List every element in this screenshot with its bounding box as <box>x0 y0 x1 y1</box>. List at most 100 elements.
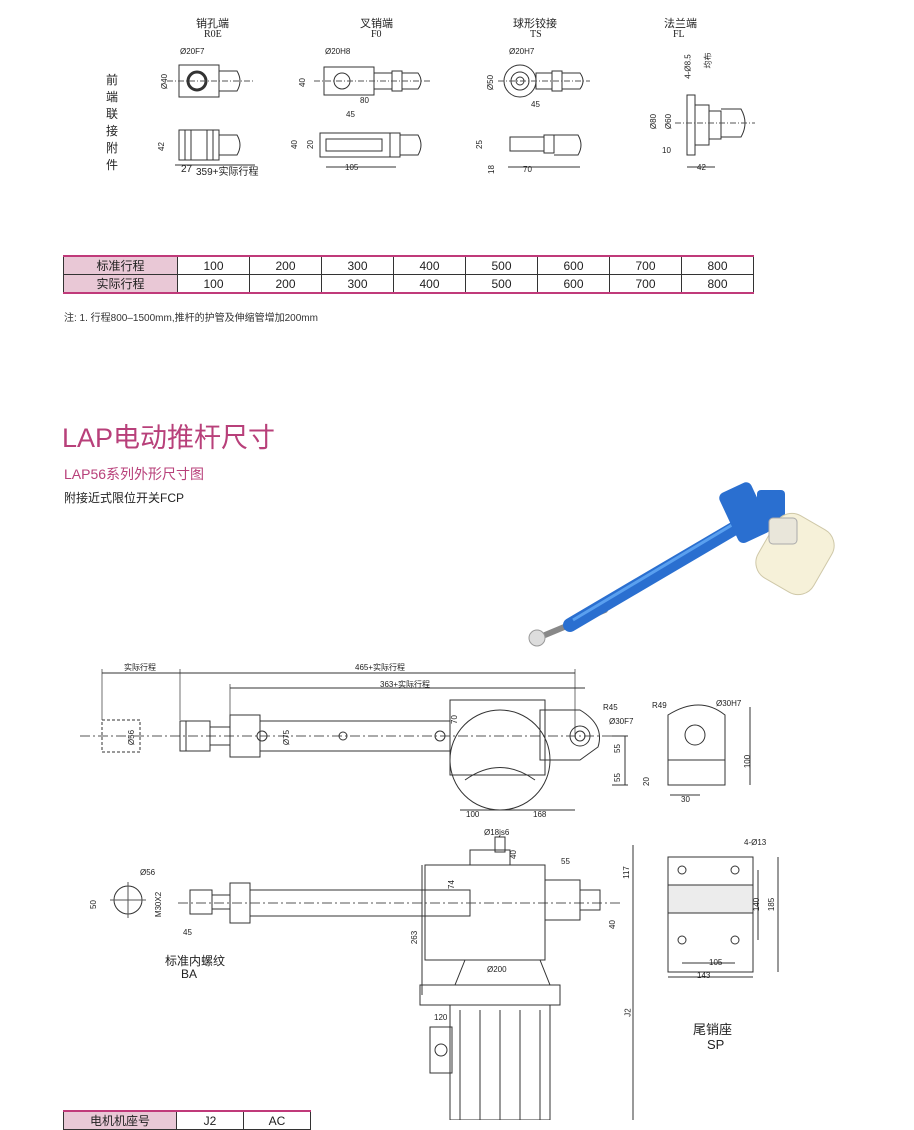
table-cell: 200 <box>249 255 322 275</box>
roe-dhole: Ø20F7 <box>180 47 205 56</box>
motor-table: 电机机座号 J2 AC <box>63 1110 311 1130</box>
f0-w80: 80 <box>360 96 369 105</box>
dim-h117: 117 <box>621 866 631 879</box>
table-cell: 600 <box>537 255 610 275</box>
row-label: 实际行程 <box>63 274 178 294</box>
fl-w42: 42 <box>697 163 706 172</box>
section-title: LAP电动推杆尺寸 <box>62 423 276 453</box>
dim-h55a: 55 <box>612 744 622 753</box>
dim-w100: 100 <box>466 810 480 819</box>
dim-actual-stroke: 实际行程 <box>124 663 156 672</box>
table-cell: 100 <box>177 274 250 294</box>
ba-45: 45 <box>183 928 192 937</box>
roe-h: 42 <box>156 142 166 151</box>
dim-len465: 465+实际行程 <box>355 663 406 672</box>
sp-140: 140 <box>752 897 762 912</box>
dim-w168: 168 <box>533 810 547 819</box>
dim-d30f7: Ø30F7 <box>609 717 634 726</box>
attachments-side-label: 前端联接附件 <box>106 73 119 172</box>
ba-d56: Ø56 <box>140 868 156 877</box>
f0-name: 叉销端 <box>360 18 393 30</box>
roe-drawing <box>167 64 255 166</box>
ts-h18: 18 <box>486 165 496 174</box>
footnote: 注: 1. 行程800–1500mm,推杆的护管及伸缩管增加200mm <box>64 313 318 324</box>
fl-d60: Ø60 <box>664 113 674 130</box>
table-row: 电机机座号 J2 AC <box>63 1110 311 1130</box>
fl-spread: 均布 <box>703 52 713 69</box>
lower-drawing <box>110 836 779 1120</box>
table-cell: 600 <box>537 274 610 294</box>
roe-dbody: Ø40 <box>160 73 170 90</box>
sp-name: 尾销座 <box>693 1022 733 1037</box>
table-row: 实际行程 100 200 300 400 500 600 700 800 <box>63 274 754 294</box>
table-cell: 400 <box>393 274 466 294</box>
ba-50: 50 <box>88 900 98 909</box>
f0-dhole: Ø20H8 <box>325 47 351 56</box>
table-cell: J2 <box>176 1110 244 1130</box>
dim-h100: 100 <box>743 754 753 769</box>
sp-code: SP <box>707 1037 725 1052</box>
table-cell: 100 <box>177 255 250 275</box>
dim-h40: 40 <box>508 850 518 859</box>
dim-w55: 55 <box>561 857 570 866</box>
dim-w30: 30 <box>681 795 690 804</box>
dim-d18js6: Ø18js6 <box>484 828 510 837</box>
table-cell: 700 <box>609 274 682 294</box>
dim-d56: Ø56 <box>127 729 137 746</box>
table-cell: 800 <box>681 255 754 275</box>
dim-h40b: 40 <box>607 920 617 929</box>
fl-d80: Ø80 <box>649 113 659 130</box>
table-cell: 300 <box>321 255 394 275</box>
row-label: 电机机座号 <box>63 1110 177 1130</box>
ba-m30: M30X2 <box>154 891 164 918</box>
row-label: 标准行程 <box>63 255 178 275</box>
dim-h20: 20 <box>641 777 651 786</box>
dim-w120: 120 <box>434 1013 448 1022</box>
f0-h20: 20 <box>305 140 315 149</box>
table-cell: 500 <box>465 255 538 275</box>
dim-d30h7: Ø30H7 <box>716 699 742 708</box>
fl-h10: 10 <box>662 146 671 155</box>
fl-code: FL <box>673 29 685 40</box>
series-note: 附接近式限位开关FCP <box>64 491 185 505</box>
sp-185: 185 <box>767 897 777 912</box>
sp-143: 143 <box>697 971 711 980</box>
ts-dhole: Ø20H7 <box>509 47 535 56</box>
dim-len363: 363+实际行程 <box>380 680 431 689</box>
dim-r49: R49 <box>652 701 667 710</box>
f0-h40: 40 <box>289 140 299 149</box>
f0-drawing <box>314 66 430 168</box>
dim-h70: 70 <box>449 715 459 724</box>
ba-code: BA <box>181 967 198 981</box>
dim-d200: Ø200 <box>487 965 507 974</box>
ts-w70: 70 <box>523 165 532 174</box>
fl-drawing <box>675 94 755 168</box>
ba-name: 标准内螺纹 <box>165 954 226 968</box>
ts-drawing <box>498 64 590 168</box>
sp-105: 105 <box>709 958 723 967</box>
ts-dbody: Ø50 <box>486 74 496 91</box>
dim-h74: 74 <box>446 880 456 889</box>
dim-j2: J2 <box>623 1008 633 1017</box>
ts-code: TS <box>530 29 542 40</box>
dim-h263: 263 <box>410 930 420 945</box>
fl-holes: 4-Ø8.5 <box>683 54 693 79</box>
table-cell: AC <box>243 1110 311 1130</box>
table-cell: 400 <box>393 255 466 275</box>
stroke-table: 标准行程 100 200 300 400 500 600 700 800 实际行… <box>63 255 754 294</box>
sp-holes: 4-Ø13 <box>744 838 767 847</box>
dim-h55b: 55 <box>612 773 622 782</box>
fl-name: 法兰端 <box>664 18 697 30</box>
dim-d75: Ø75 <box>282 729 292 746</box>
roe-code: R0E <box>204 29 222 40</box>
table-cell: 500 <box>465 274 538 294</box>
ts-w45: 45 <box>531 100 540 109</box>
f0-code: F0 <box>371 29 382 40</box>
ts-name: 球形铰接 <box>513 18 557 30</box>
ts-h25: 25 <box>474 140 484 149</box>
f0-w105: 105 <box>345 163 359 172</box>
table-cell: 300 <box>321 274 394 294</box>
roe-a: 27 <box>181 164 193 175</box>
dim-r45: R45 <box>603 703 618 712</box>
series-title: LAP56系列外形尺寸图 <box>64 466 205 482</box>
